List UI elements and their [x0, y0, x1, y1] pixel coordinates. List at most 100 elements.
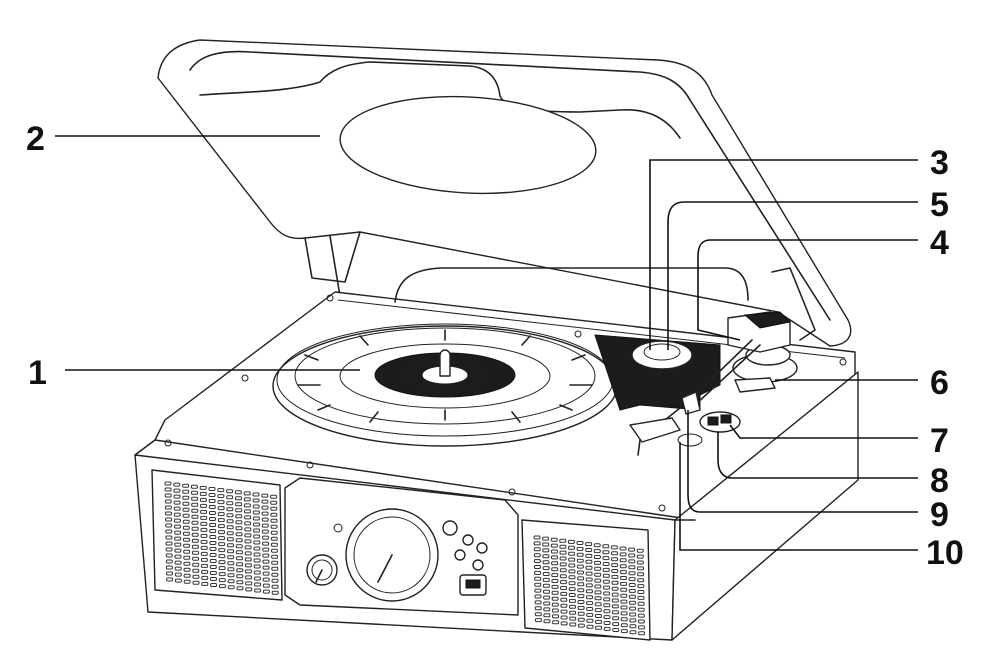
grille-slot [226, 495, 234, 500]
grille-slot [271, 578, 279, 583]
grille-slot [192, 562, 200, 567]
callout-8: 8 [930, 462, 949, 500]
grille-slot [602, 550, 610, 555]
grille-slot [611, 574, 619, 579]
callout-5: 5 [930, 186, 949, 224]
grille-slot [262, 589, 270, 594]
grille-slot [208, 511, 216, 515]
grille-slot [636, 548, 644, 553]
grille-slot [244, 557, 252, 562]
grille-slot [199, 491, 207, 496]
grille-slot [585, 565, 593, 570]
grille-slot [637, 572, 645, 577]
grille-slot [542, 577, 550, 582]
grille-slot [576, 564, 584, 569]
grille-slot [262, 571, 270, 576]
grille-slot [227, 543, 234, 548]
function-button [442, 520, 458, 536]
callout-3: 3 [930, 144, 949, 182]
speed-selector [631, 340, 693, 370]
grille-slot [603, 621, 611, 625]
grille-slot [271, 584, 279, 589]
grille-slot [174, 572, 182, 577]
grille-slot [620, 581, 628, 586]
grille-slot [226, 519, 234, 524]
grille-slot [585, 589, 593, 594]
grille-slot [620, 587, 628, 592]
grille-slot [173, 494, 181, 499]
grille-slot [270, 530, 278, 535]
grille-slot [637, 601, 645, 606]
grille-slot [628, 553, 636, 558]
grille-slot [628, 565, 636, 570]
grille-slot [620, 593, 628, 598]
grille-slot [183, 567, 191, 572]
grille-slot [533, 553, 541, 558]
grille-slot [585, 583, 593, 588]
grille-slot [560, 580, 567, 585]
lid [157, 39, 852, 347]
grille-slot [560, 609, 568, 614]
grille-slot [612, 628, 620, 632]
grille-slot [192, 556, 200, 561]
grille-slot [577, 605, 585, 610]
callout-10: 10 [926, 534, 964, 572]
grille-slot [637, 607, 645, 612]
grille-slot [183, 549, 191, 554]
power-indicator [333, 523, 343, 533]
grille-slot [261, 523, 269, 528]
grille-slot [568, 587, 576, 592]
grille-slot [270, 506, 278, 511]
callout-labels: 2 1 3 5 4 6 7 8 9 10 [26, 120, 964, 572]
grille-slot [593, 555, 601, 559]
grille-slot [612, 622, 620, 627]
grille-slot [611, 580, 619, 585]
grille-slot [164, 499, 172, 504]
grille-slot [182, 513, 190, 518]
grille-slot [543, 613, 551, 618]
grille-slot [227, 555, 235, 560]
callout-9: 9 [930, 496, 949, 534]
grille-slot [542, 572, 550, 576]
grille-slot [191, 520, 199, 525]
grille-slot [637, 595, 645, 600]
grille-slot [551, 567, 559, 572]
grille-slot [252, 510, 260, 515]
grille-slot [261, 499, 269, 504]
grille-slot [209, 541, 217, 545]
grille-slot [174, 554, 182, 559]
grille-slot [602, 567, 610, 572]
grille-slot [569, 604, 576, 609]
grille-slot [253, 528, 261, 533]
grille-slot [543, 619, 551, 624]
grille-slot [603, 626, 611, 631]
grille-slot [271, 566, 279, 571]
grille-slot [252, 504, 260, 509]
grille-slot [620, 605, 628, 610]
grille-slot [200, 557, 208, 562]
grille-slot [191, 532, 199, 537]
grille-slot [534, 570, 542, 575]
grille-slot [637, 590, 645, 594]
grille-slot [543, 595, 551, 600]
grille-slot [585, 553, 593, 558]
grille-slot [534, 576, 542, 581]
grille-slot [560, 603, 568, 608]
grille-slot [534, 600, 542, 605]
grille-slot [217, 506, 225, 511]
grille-slot [165, 541, 173, 546]
grille-slot [235, 532, 243, 537]
grille-slot [252, 492, 260, 497]
grille-slot [262, 565, 270, 570]
grille-slot [593, 549, 601, 554]
lid-window [339, 95, 597, 195]
grille-slot [270, 500, 278, 505]
grille-slot [201, 563, 208, 568]
grille-slot [165, 535, 173, 540]
grille-slot [200, 551, 208, 556]
grille-slot [542, 560, 550, 565]
grille-slot [619, 558, 627, 563]
headshell [629, 417, 681, 443]
grille-slot [560, 591, 568, 596]
grille-slot [559, 550, 567, 555]
